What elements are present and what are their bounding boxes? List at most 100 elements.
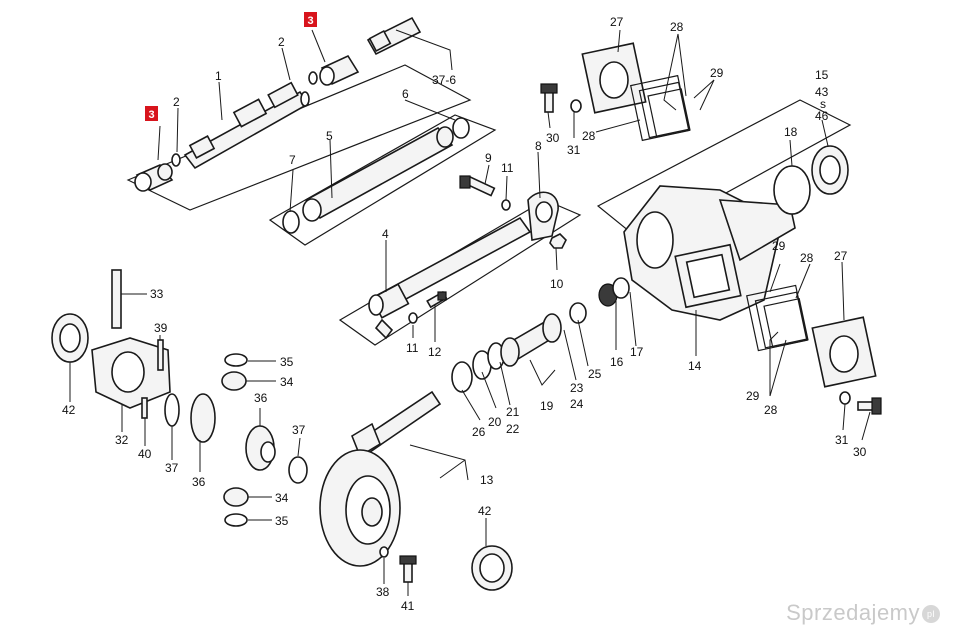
label-30-top: 30 — [546, 131, 560, 145]
label-25: 25 — [588, 367, 602, 381]
group-frame-axle-tube — [268, 114, 497, 246]
splined-shaft-end-37-6 — [366, 16, 422, 56]
label-31-lower: 31 — [835, 433, 849, 447]
clamp-8 — [527, 191, 559, 241]
washer-11-top — [501, 199, 511, 211]
gasket-set-28-29-top — [629, 74, 691, 142]
label-35-top: 35 — [280, 355, 294, 369]
washer-31-lower — [839, 391, 851, 405]
label-20: 20 — [488, 415, 502, 429]
bolt-12 — [426, 290, 448, 309]
housing-14 — [623, 185, 796, 321]
part-labels: 1 2 2 37-6 6 5 7 9 11 8 10 4 11 12 13 14… — [62, 15, 867, 613]
pinion-gear-34-top — [221, 371, 247, 391]
svg-text:3: 3 — [307, 15, 313, 27]
pin-39 — [157, 339, 164, 371]
label-27-lower: 27 — [834, 249, 848, 263]
label-40: 40 — [138, 447, 152, 461]
label-41: 41 — [401, 599, 415, 613]
label-39: 39 — [154, 321, 168, 335]
snap-ring-2-right — [308, 71, 318, 85]
bolt-30-lower — [857, 397, 882, 415]
washer-37-left — [164, 393, 180, 427]
label-4: 4 — [382, 227, 389, 241]
label-13: 13 — [480, 473, 494, 487]
washer-11-lower — [408, 312, 418, 324]
label-33: 33 — [150, 287, 164, 301]
label-29-lower: 29 — [746, 389, 760, 403]
label-10: 10 — [550, 277, 564, 291]
o-ring-18 — [773, 165, 811, 215]
bolt-9 — [459, 175, 496, 197]
bolt-41 — [399, 555, 417, 583]
label-42-left: 42 — [62, 403, 76, 417]
label-16: 16 — [610, 355, 624, 369]
label-28-right: 28 — [800, 251, 814, 265]
label-34-bottom: 34 — [275, 491, 289, 505]
label-35-bottom: 35 — [275, 514, 289, 528]
cover-plate-27-lower — [811, 316, 877, 388]
gasket-set-28-29-lower — [746, 284, 809, 352]
bearing-42-right — [471, 545, 513, 591]
label-11-lower: 11 — [406, 341, 419, 355]
cover-plate-27-top — [581, 42, 647, 114]
label-28-mid: 28 — [582, 129, 596, 143]
label-29-mid: 29 — [772, 239, 786, 253]
label-28-top: 28 — [670, 20, 684, 34]
leader-lines — [69, 29, 871, 596]
label-36-right: 36 — [254, 391, 268, 405]
label-17: 17 — [630, 345, 644, 359]
label-2-right: 2 — [278, 35, 285, 49]
differential-case-32 — [91, 337, 171, 409]
label-27-top: 27 — [610, 15, 624, 29]
side-gear-36-right — [245, 425, 276, 471]
seal-46-inner — [819, 155, 841, 185]
label-7: 7 — [289, 153, 296, 167]
label-37-right: 37 — [292, 423, 306, 437]
washer-38 — [379, 546, 389, 558]
svg-text:3: 3 — [148, 109, 154, 121]
label-22: 22 — [506, 422, 520, 436]
axle-tube-5 — [302, 126, 454, 222]
label-38: 38 — [376, 585, 390, 599]
label-19: 19 — [540, 399, 554, 413]
drive-shaft-4 — [368, 216, 532, 340]
label-32: 32 — [115, 433, 129, 447]
washer-37-right — [288, 456, 308, 484]
label-26: 26 — [472, 425, 486, 439]
pin-33 — [111, 269, 122, 329]
bearing-stack-19-26 — [451, 302, 587, 393]
bushing-3-right — [319, 54, 360, 86]
axle-shaft-1 — [183, 81, 310, 170]
label-12: 12 — [428, 345, 442, 359]
label-37-6: 37-6 — [432, 73, 456, 87]
label-18: 18 — [784, 125, 798, 139]
label-31-top: 31 — [567, 143, 581, 157]
label-24: 24 — [570, 397, 584, 411]
label-1: 1 — [215, 69, 222, 83]
highlight-marker-3-left: 3 — [145, 106, 158, 121]
washer-31-top — [570, 99, 582, 113]
label-2-left: 2 — [173, 95, 180, 109]
label-9: 9 — [485, 151, 492, 165]
snap-ring-2-left — [171, 153, 181, 167]
label-43: 43 — [815, 85, 829, 99]
label-34-top: 34 — [280, 375, 294, 389]
pin-40 — [141, 397, 148, 419]
label-29-top: 29 — [710, 66, 724, 80]
pinion-shaft-13 — [351, 390, 442, 458]
bearing-42-left — [51, 313, 89, 363]
label-8: 8 — [535, 139, 542, 153]
label-36-left: 36 — [192, 475, 206, 489]
label-23: 23 — [570, 381, 584, 395]
label-46: 46 — [815, 109, 829, 123]
group-frame-drive-shaft — [338, 199, 582, 346]
label-28-lower: 28 — [764, 403, 778, 417]
watermark-text: Sprzedajemy — [786, 600, 920, 625]
label-5: 5 — [326, 129, 333, 143]
thrust-washer-35-top — [224, 353, 248, 367]
bushing-3-left — [134, 163, 174, 192]
pinion-gear-34-bottom — [223, 487, 249, 507]
